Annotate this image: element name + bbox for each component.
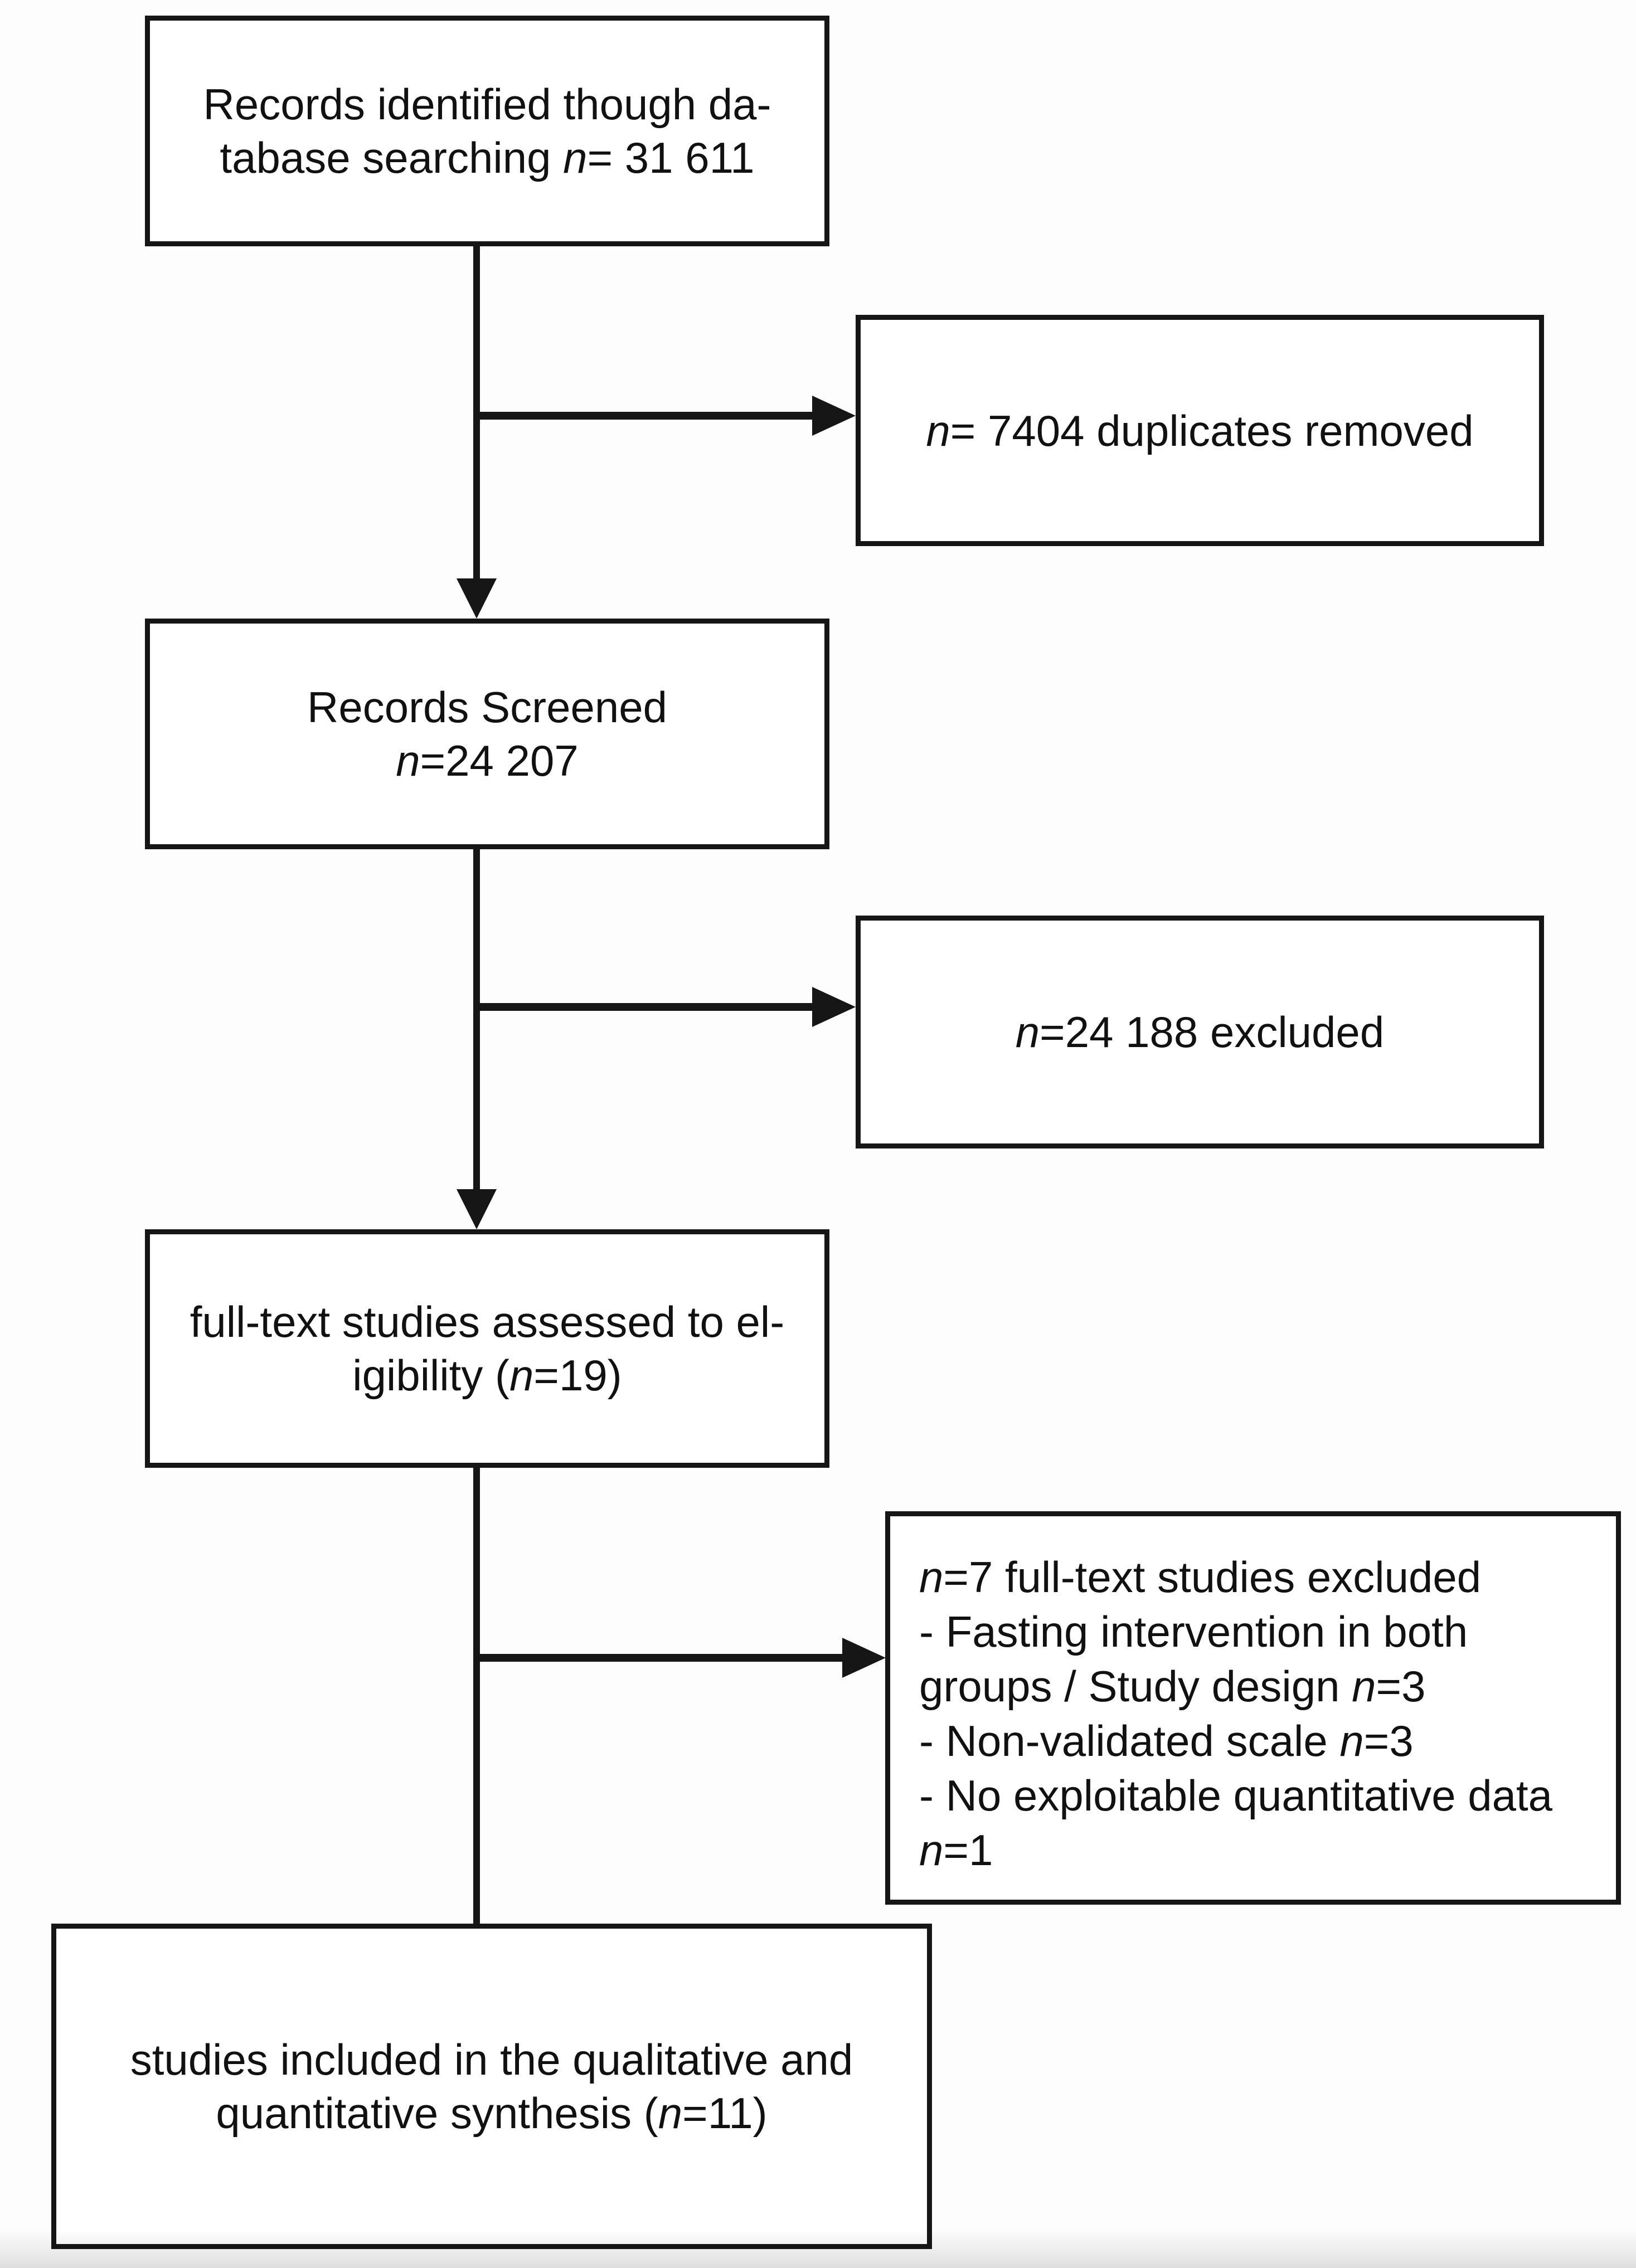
connector-branch-duplicates <box>473 412 813 420</box>
box-records-identified: Records identified though da- tabase sea… <box>145 16 829 246</box>
box-line: n=24 188 excluded <box>1015 1008 1385 1057</box>
box-line: - Non-validated scale n=3 <box>919 1716 1414 1765</box>
box-line: n=7 full-text studies excluded <box>919 1552 1482 1602</box>
box-records-screened: Records Screened n=24 207 <box>145 619 829 849</box>
box-line: n=24 207 <box>396 736 579 785</box>
box-fulltext-assessed: full-text studies assessed to el- igibil… <box>145 1229 829 1468</box>
box-line: - No exploitable quantitative data <box>919 1771 1553 1820</box>
box-duplicates-removed: n= 7404 duplicates removed <box>856 315 1544 546</box>
box-line: n=1 <box>919 1826 993 1875</box>
box-line: groups / Study design n=3 <box>919 1662 1426 1711</box>
connector-fulltext-included <box>473 1467 480 1926</box>
arrowhead-right-icon <box>812 396 856 436</box>
arrowhead-right-icon <box>842 1638 886 1678</box>
box-line: n= 7404 duplicates removed <box>926 406 1474 455</box>
box-fulltext-excluded: n=7 full-text studies excluded - Fasting… <box>885 1511 1621 1905</box>
box-records-excluded: n=24 188 excluded <box>856 916 1544 1148</box>
box-line: igibility (n=19) <box>352 1351 622 1400</box>
box-line: quantitative synthesis (n=11) <box>216 2089 768 2138</box>
connector-screened-fulltext <box>473 848 480 1190</box>
box-line: studies included in the qualitative and <box>130 2035 853 2084</box>
box-line: Records Screened <box>307 683 667 732</box>
box-line: Records identified though da- <box>203 80 771 129</box>
box-studies-included: studies included in the qualitative and … <box>51 1924 932 2249</box>
connector-branch-excluded <box>473 1003 813 1011</box>
arrowhead-down-icon <box>457 578 497 619</box>
box-line: - Fasting intervention in both <box>919 1607 1468 1656</box>
arrowhead-right-icon <box>812 987 856 1027</box>
box-line: tabase searching n= 31 611 <box>220 133 755 182</box>
box-line: full-text studies assessed to el- <box>190 1297 785 1346</box>
arrowhead-down-icon <box>457 1189 497 1229</box>
connector-branch-fulltext-excluded <box>473 1654 843 1662</box>
